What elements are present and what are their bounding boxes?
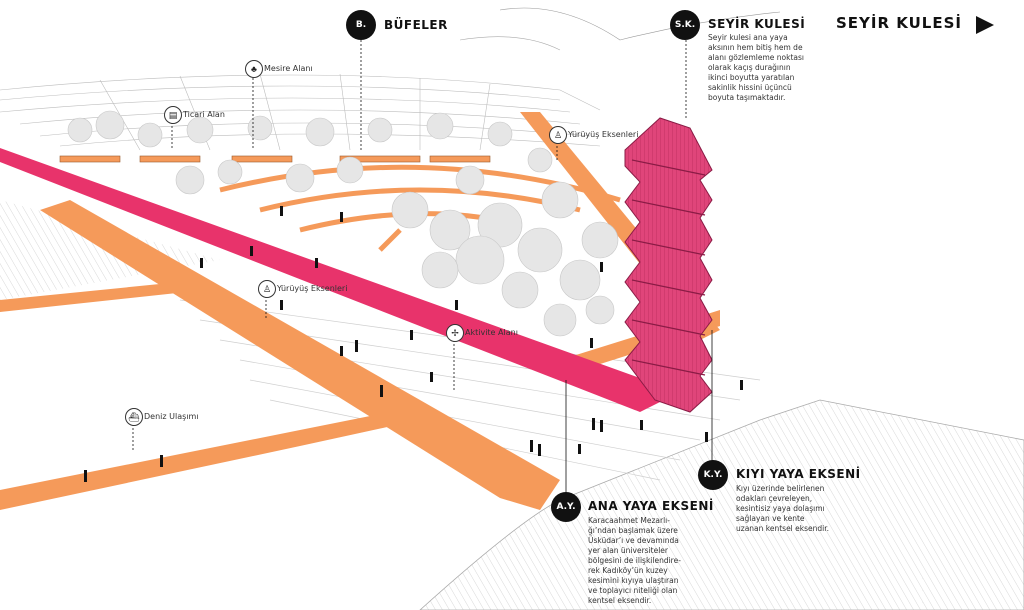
activity-icon: ✢ bbox=[446, 324, 464, 342]
tree-icon: ♣ bbox=[245, 60, 263, 78]
trees bbox=[67, 110, 619, 337]
callout-text-ana: Karacaahmet Mezarlı- ğı’ndan başlamak üz… bbox=[588, 516, 681, 605]
deniz-ulasimi-path bbox=[0, 410, 410, 510]
callout-heading-bufeler: BÜFELER bbox=[384, 18, 448, 32]
ferry-icon: ⛴ bbox=[125, 408, 143, 426]
shop-icon: ▤ bbox=[164, 106, 182, 124]
seyir-kulesi-tower bbox=[624, 117, 713, 413]
callout-badge-seyir-kulesi: S.K. bbox=[670, 10, 700, 40]
leader-lines bbox=[132, 40, 713, 492]
people bbox=[84, 206, 743, 482]
kiosks bbox=[59, 155, 491, 163]
direction-arrow-icon bbox=[976, 16, 994, 34]
page-title: SEYİR KULESİ bbox=[836, 14, 962, 32]
label-yuruyus-eksenleri-mid: Yürüyüş Eksenleri bbox=[277, 284, 348, 293]
callout-badge-ana: A.Y. bbox=[551, 492, 581, 522]
label-yuruyus-eksenleri-top: Yürüyüş Eksenleri bbox=[568, 130, 639, 139]
shoreline bbox=[419, 399, 1024, 610]
callout-heading-seyir-kulesi: SEYİR KULESİ bbox=[708, 17, 806, 31]
label-aktivite-alani: Aktivite Alanı bbox=[465, 328, 518, 337]
label-mesire-alani: Mesire Alanı bbox=[264, 64, 313, 73]
label-deniz-ulasimi: Deniz Ulaşımı bbox=[144, 412, 199, 421]
callout-heading-kiyi: KIYI YAYA EKSENİ bbox=[736, 467, 861, 481]
magenta-axis bbox=[0, 148, 680, 412]
orange-walk-left bbox=[0, 280, 205, 312]
label-ticari-alan: Ticari Alan bbox=[183, 110, 225, 119]
ana-yaya-ekseni-path bbox=[40, 200, 560, 510]
callout-heading-ana: ANA YAYA EKSENİ bbox=[588, 499, 714, 513]
callout-text-seyir-kulesi: Seyir kulesi ana yaya aksının hem bitiş … bbox=[708, 33, 805, 102]
walker-icon: ♙ bbox=[258, 280, 276, 298]
walker-icon: ♙ bbox=[549, 126, 567, 144]
callout-text-kiyi: Kıyı üzerinde belirlenen odakları çevrel… bbox=[736, 484, 830, 533]
callout-badge-bufeler: B. bbox=[346, 10, 376, 40]
callout-badge-kiyi: K.Y. bbox=[698, 460, 728, 490]
